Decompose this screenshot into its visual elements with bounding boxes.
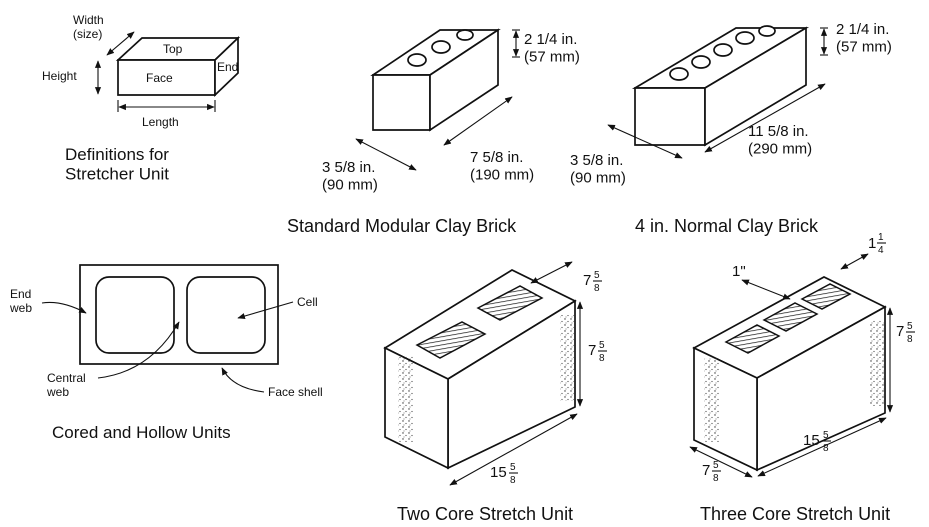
svg-text:15: 15: [490, 464, 507, 481]
three-core-width-arrow: [689, 446, 753, 478]
modular-brick-caption: Standard Modular Clay Brick: [287, 216, 517, 236]
two-core-cell-left: [415, 321, 487, 359]
svg-text:7: 7: [896, 323, 904, 340]
face-shell-label: Face shell: [268, 385, 323, 399]
svg-text:5: 5: [907, 321, 913, 332]
svg-text:8: 8: [510, 475, 516, 486]
central-web-leader: [97, 321, 180, 379]
width-arrow: [106, 31, 135, 56]
three-core-cell: [762, 302, 819, 332]
modular-length-arrow: [443, 96, 513, 146]
svg-text:5: 5: [599, 340, 605, 351]
svg-text:4: 4: [878, 245, 884, 256]
brick-core: [431, 40, 451, 54]
cell-leader: [237, 301, 294, 320]
top-label: Top: [163, 42, 183, 56]
end-label: End: [217, 60, 238, 74]
modular-length-dim: 7 5/8 in.(190 mm): [470, 149, 534, 183]
modular-width-dim: 3 5/8 in.(90 mm): [322, 159, 378, 193]
svg-text:7: 7: [583, 272, 591, 289]
three-core-web-dim: 1": [732, 263, 746, 280]
three-core-height-dim: 7 5 8: [896, 321, 915, 345]
two-core-cell-right: [476, 285, 544, 321]
cell-label: Cell: [297, 295, 318, 309]
modular-brick-end: [372, 74, 431, 131]
modular-width-arrow: [355, 138, 417, 171]
stretcher-end-face: [214, 36, 239, 97]
svg-text:8: 8: [599, 353, 605, 364]
two-core-end-texture: [398, 356, 414, 442]
normal-brick-end: [634, 87, 706, 146]
two-core-face-texture: [560, 315, 574, 401]
height-label: Height: [42, 69, 77, 83]
brick-core: [456, 29, 474, 41]
svg-text:8: 8: [713, 473, 719, 484]
stretcher-definition-figure: Width(size) Top Face End Height Length D…: [42, 13, 241, 184]
svg-text:5: 5: [510, 462, 516, 473]
normal-height-dim: 2 1/4 in.(57 mm): [836, 21, 892, 55]
normal-length-arrow: [704, 83, 826, 153]
brick-core: [713, 43, 733, 57]
three-core-shell-arrow: [840, 253, 869, 270]
face-label: Face: [146, 71, 173, 85]
svg-text:8: 8: [823, 443, 829, 454]
normal-brick-figure: 2 1/4 in.(57 mm) 3 5/8 in.(90 mm) 11 5/8…: [570, 21, 892, 236]
two-core-length-arrow: [449, 413, 578, 486]
modular-height-dim: 2 1/4 in.(57 mm): [524, 31, 580, 65]
two-core-caption: Two Core Stretch Unit: [397, 504, 573, 524]
three-core-cell: [724, 324, 781, 354]
svg-text:1: 1: [878, 232, 884, 243]
svg-text:15: 15: [803, 432, 820, 449]
brick-core: [758, 25, 776, 37]
three-core-caption: Three Core Stretch Unit: [700, 504, 890, 524]
three-core-face-texture: [870, 320, 884, 406]
svg-text:1: 1: [868, 235, 876, 252]
svg-text:8: 8: [907, 334, 913, 345]
end-web-leader: [41, 301, 87, 314]
two-core-unit-figure: 7 5 8 7 5 8 15 5 8 Two Core Stretch Unit: [383, 261, 607, 524]
three-core-length-dim: 15 5 8: [803, 430, 831, 454]
svg-text:7: 7: [588, 342, 596, 359]
modular-brick-figure: 2 1/4 in.(57 mm) 3 5/8 in.(90 mm) 7 5/8 …: [287, 28, 580, 236]
three-core-width-dim: 7 5 8: [702, 460, 721, 484]
normal-brick-caption: 4 in. Normal Clay Brick: [635, 216, 819, 236]
two-core-length-dim: 15 5 8: [490, 462, 518, 486]
hollow-cell-left: [95, 276, 175, 354]
svg-text:7: 7: [702, 462, 710, 479]
brick-core: [735, 31, 755, 45]
cored-hollow-caption: Cored and Hollow Units: [52, 423, 231, 442]
two-core-height-dim: 7 5 8: [588, 340, 607, 364]
svg-text:8: 8: [594, 283, 600, 294]
three-core-length-arrow: [757, 417, 887, 477]
brick-core: [691, 55, 711, 69]
svg-text:5: 5: [823, 430, 829, 441]
normal-length-dim: 11 5/8 in.(290 mm): [748, 123, 812, 157]
three-core-cell: [800, 283, 852, 310]
length-label: Length: [142, 115, 179, 129]
width-label: Width(size): [73, 13, 104, 41]
hollow-cell-right: [186, 276, 266, 354]
brick-core: [669, 67, 689, 81]
normal-width-dim: 3 5/8 in.(90 mm): [570, 152, 626, 186]
three-core-unit-figure: 1" 1 1 4 7 5 8 15 5 8 7 5 8 Three Co: [689, 232, 915, 524]
three-core-web-arrow: [741, 279, 791, 300]
normal-width-arrow: [607, 124, 683, 159]
three-core-end-texture: [704, 358, 720, 442]
svg-text:5: 5: [713, 460, 719, 471]
face-shell-leader: [221, 367, 265, 393]
brick-core: [407, 53, 427, 67]
three-core-shell-dim: 1 1 4: [868, 232, 886, 256]
two-core-width-dim: 7 5 8: [583, 270, 602, 294]
two-core-width-arrow: [530, 261, 573, 284]
svg-text:5: 5: [594, 270, 600, 281]
